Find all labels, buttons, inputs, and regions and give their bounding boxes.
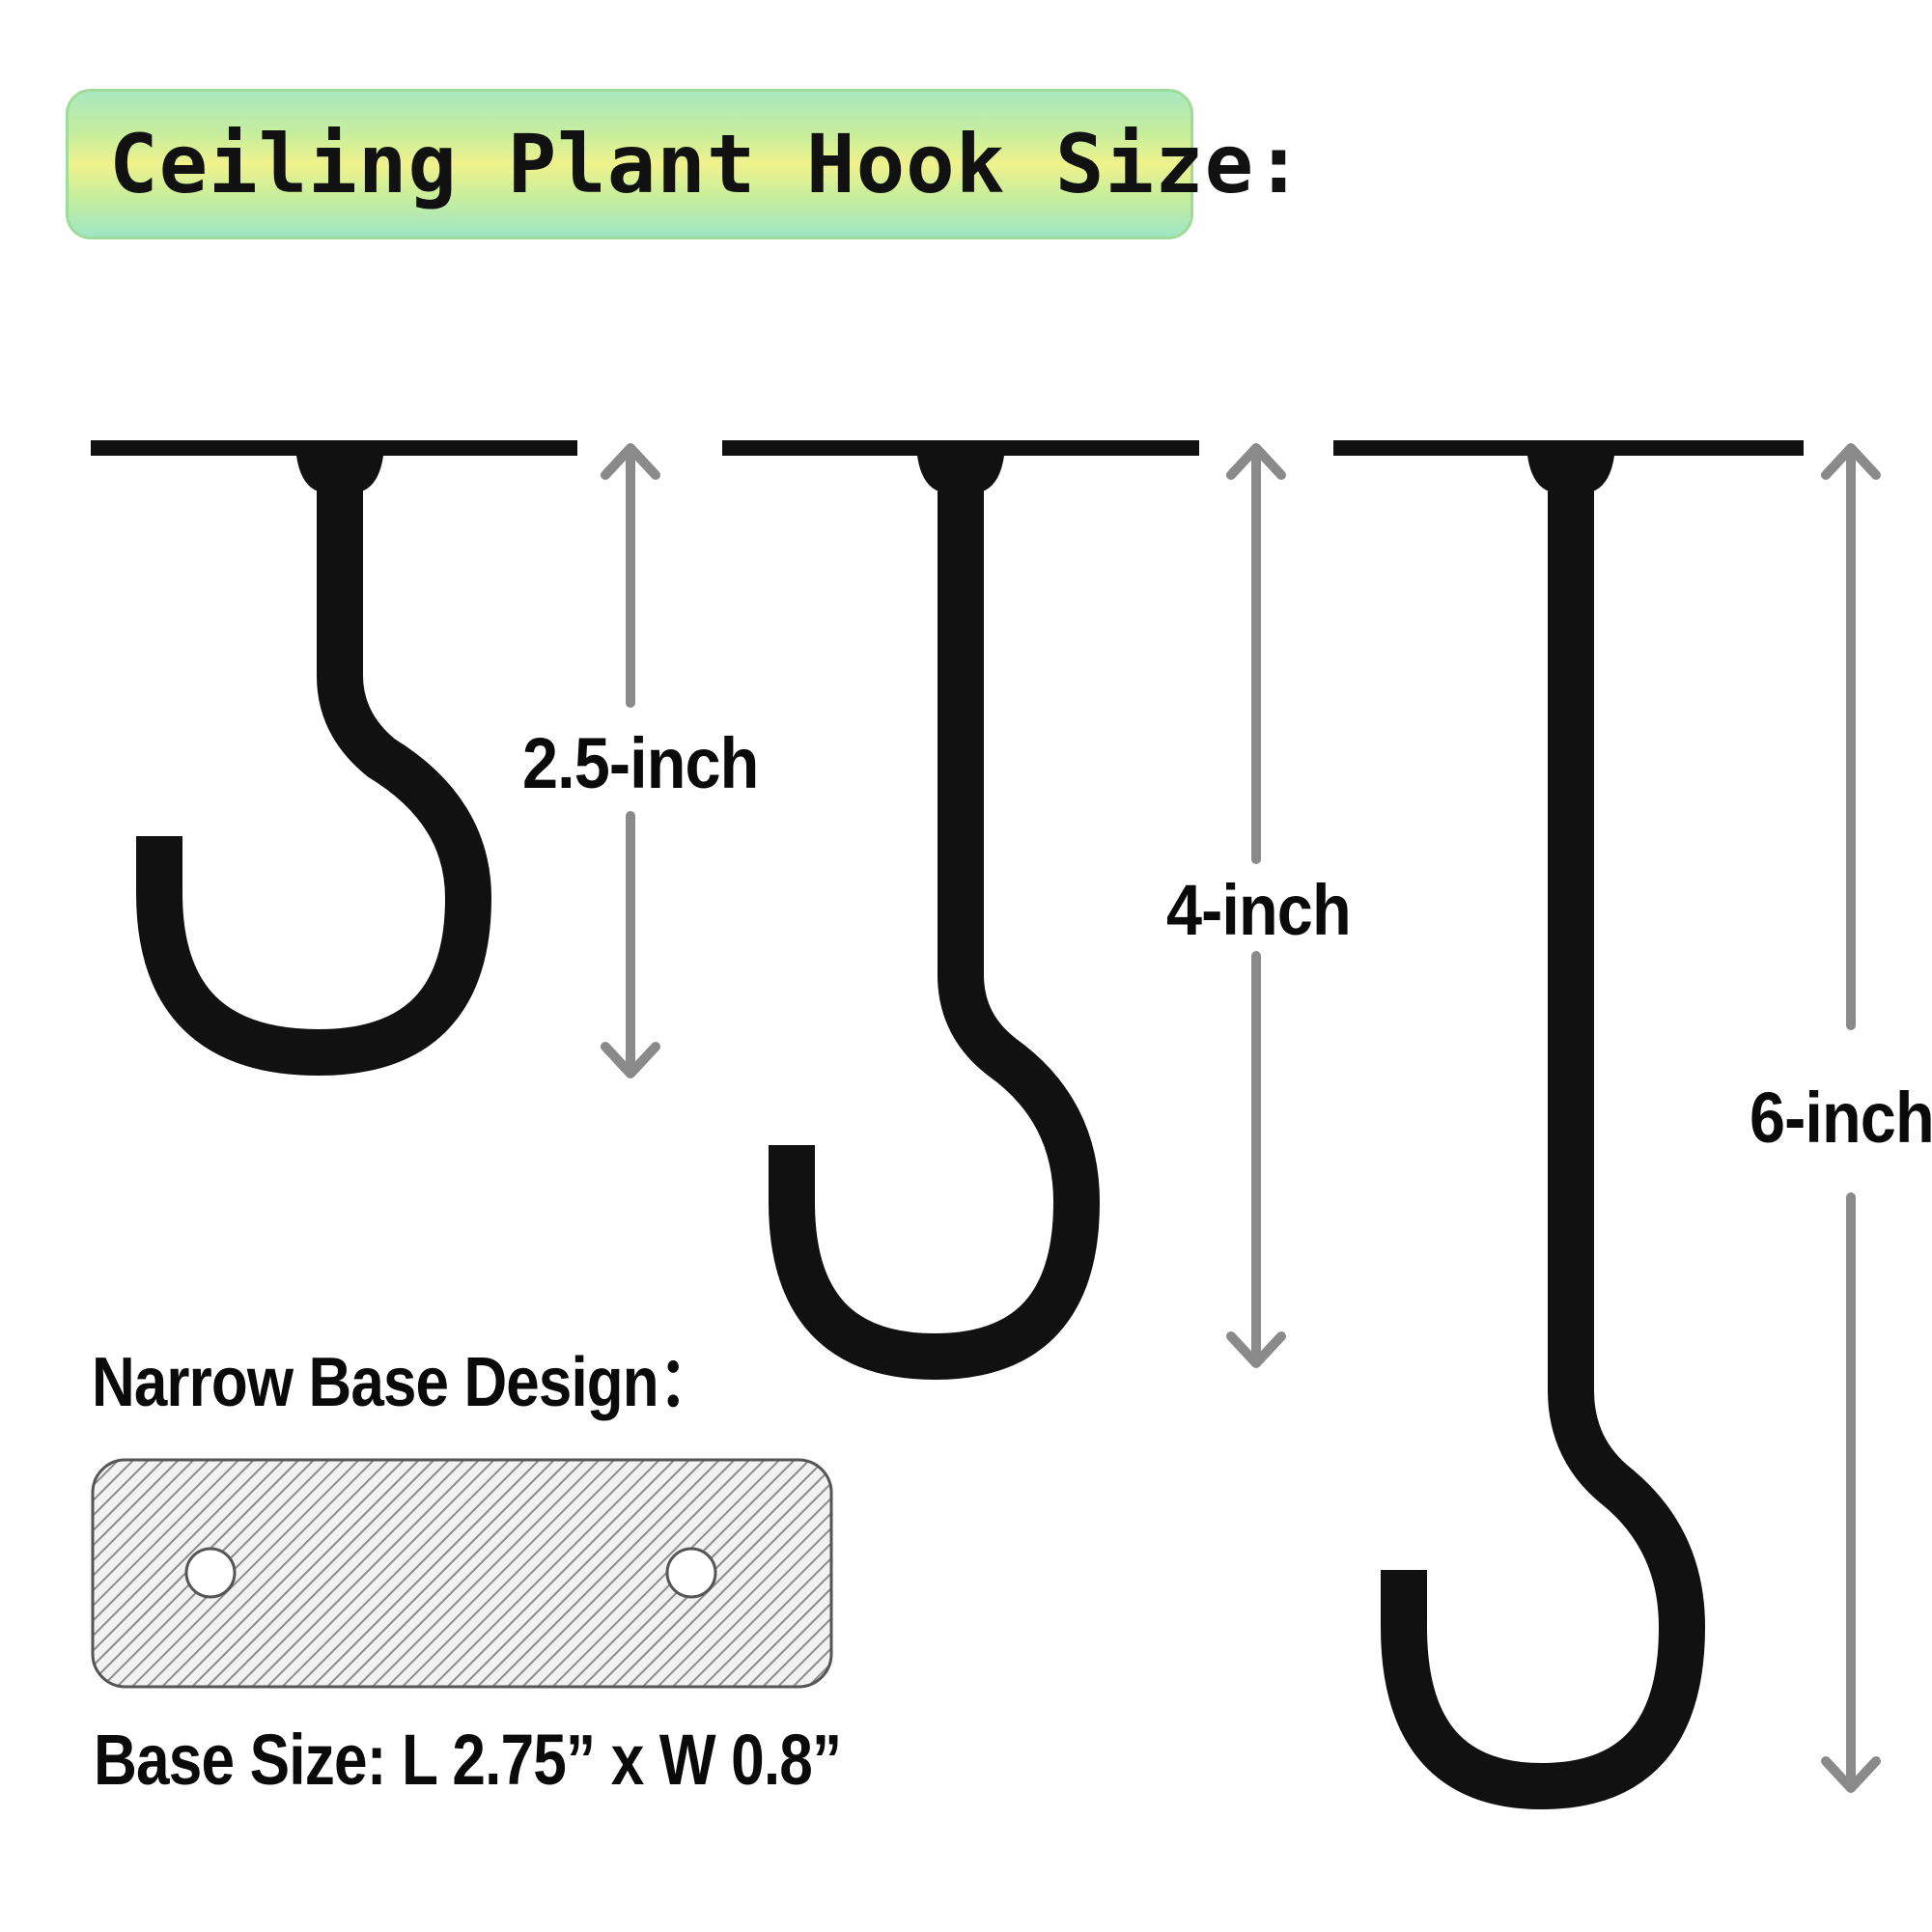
hook-large — [1333, 440, 1804, 1810]
hook-small — [91, 440, 577, 1077]
screw-hole-right — [665, 1547, 717, 1599]
title-banner: Ceiling Plant Hook Size: — [66, 89, 1303, 239]
length-label-small: 2.5-inch — [522, 723, 759, 803]
dimension-arrow-medium — [1226, 443, 1286, 1368]
dimension-arrow-large — [1821, 443, 1881, 1793]
base-size-text: Base Size: L 2.75” x W 0.8” — [94, 1720, 842, 1800]
length-label-medium: 4-inch — [1166, 870, 1352, 950]
page-title: Ceiling Plant Hook Size: — [109, 117, 1304, 211]
length-label-large: 6-inch — [1750, 1078, 1932, 1158]
screw-hole-left — [184, 1547, 237, 1599]
hook-medium — [722, 440, 1199, 1381]
base-plate — [91, 1458, 833, 1689]
base-heading: Narrow Base Design： — [92, 1344, 718, 1421]
dimension-arrow-small — [601, 443, 660, 1078]
